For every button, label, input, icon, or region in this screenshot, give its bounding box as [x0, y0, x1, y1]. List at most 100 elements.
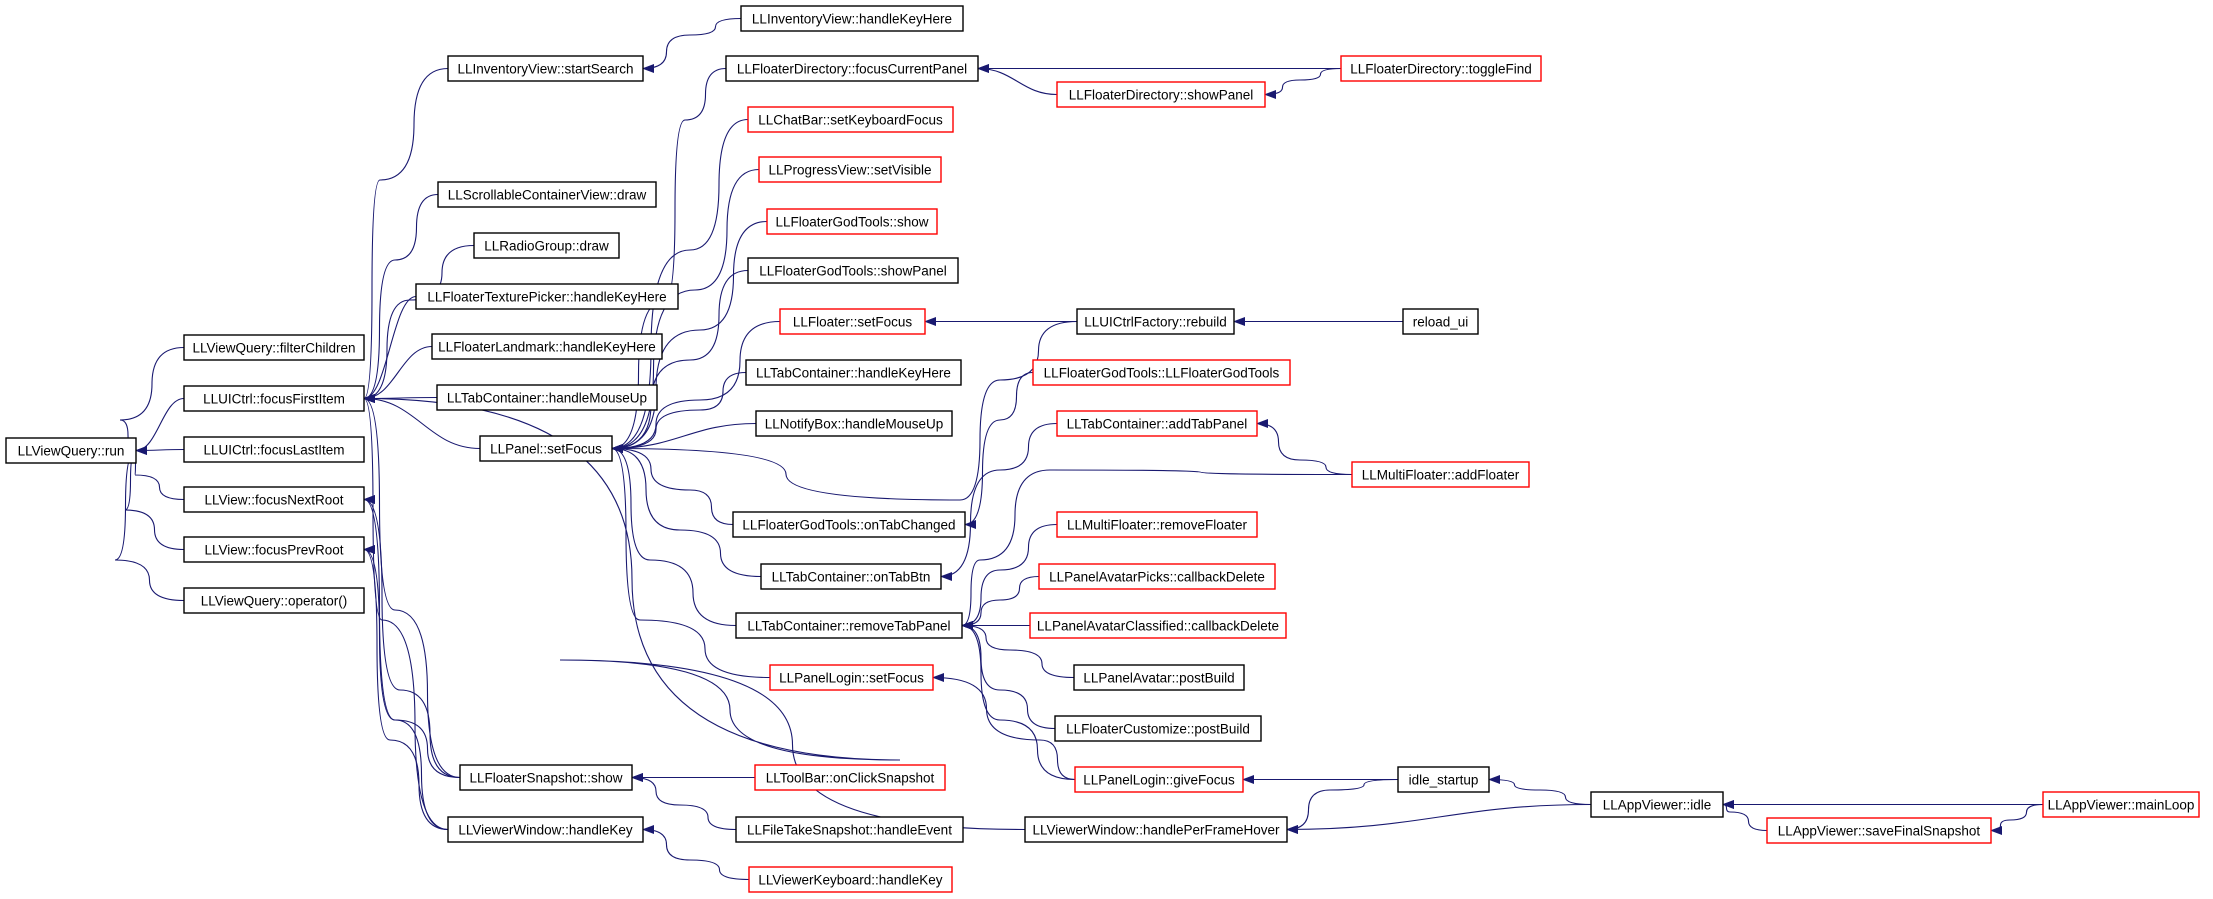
- edge-avatarPostBuild-to-removeTab: [961, 621, 1075, 679]
- node-label: LLAppViewer::saveFinalSnapshot: [1778, 824, 1981, 839]
- node-label: LLViewQuery::filterChildren: [192, 341, 355, 356]
- node-vwHandleKey[interactable]: LLViewerWindow::handleKey: [447, 816, 644, 843]
- node-box: [437, 181, 657, 208]
- node-tabKeyHere[interactable]: LLTabContainer::handleKeyHere: [745, 359, 962, 386]
- node-mainLoop[interactable]: LLAppViewer::mainLoop: [2042, 791, 2200, 818]
- node-label: LLPanelAvatar::postBuild: [1083, 671, 1234, 686]
- node-picksDelete[interactable]: LLPanelAvatarPicks::callbackDelete: [1038, 563, 1276, 590]
- node-fileSnap[interactable]: LLFileTakeSnapshot::handleEvent: [735, 816, 964, 843]
- node-label: LLTabContainer::handleKeyHere: [756, 366, 951, 381]
- node-invHandleKeyHere[interactable]: LLInventoryView::handleKeyHere: [740, 5, 964, 32]
- node-box: [183, 334, 365, 361]
- edge-kbHandleKey-to-vwHandleKey: [642, 825, 750, 881]
- node-label: LLPanelAvatarClassified::callbackDelete: [1037, 619, 1279, 634]
- node-dirToggle[interactable]: LLFloaterDirectory::toggleFind: [1340, 55, 1542, 82]
- node-addTabPanel[interactable]: LLTabContainer::addTabPanel: [1056, 410, 1258, 437]
- node-floaterFocus[interactable]: LLFloater::setFocus: [779, 308, 926, 335]
- node-focusLastItem[interactable]: LLUICtrl::focusLastItem: [183, 436, 365, 463]
- node-box: [1766, 817, 1992, 844]
- node-box: [183, 436, 365, 463]
- node-dirShowPanel[interactable]: LLFloaterDirectory::showPanel: [1056, 81, 1266, 108]
- node-focusPrevRoot[interactable]: LLView::focusPrevRoot: [183, 536, 365, 563]
- node-box: [415, 283, 679, 310]
- node-tabMouseUp[interactable]: LLTabContainer::handleMouseUp: [436, 384, 658, 411]
- node-box: [1340, 55, 1542, 82]
- node-toolbarSnap[interactable]: LLToolBar::onClickSnapshot: [754, 764, 946, 791]
- node-rebuild[interactable]: LLUICtrlFactory::rebuild: [1076, 308, 1235, 335]
- node-box: [436, 384, 658, 411]
- node-customizePostBuild[interactable]: LLFloaterCustomize::postBuild: [1054, 715, 1262, 742]
- node-addFloater[interactable]: LLMultiFloater::addFloater: [1351, 461, 1530, 488]
- edge-focusNextRoot-to-run: [124, 446, 185, 501]
- node-dirFocus[interactable]: LLFloaterDirectory::focusCurrentPanel: [725, 55, 979, 82]
- node-label: reload_ui: [1413, 315, 1469, 330]
- node-label: LLPanelLogin::setFocus: [779, 671, 924, 686]
- node-box: [447, 55, 644, 82]
- node-box: [473, 232, 620, 259]
- node-notifyMouseUp[interactable]: LLNotifyBox::handleMouseUp: [755, 410, 953, 437]
- node-appIdle[interactable]: LLAppViewer::idle: [1590, 791, 1724, 818]
- node-box: [766, 208, 938, 235]
- node-box: [5, 437, 137, 464]
- node-reloadUi[interactable]: reload_ui: [1402, 308, 1479, 335]
- node-loginFocus[interactable]: LLPanelLogin::setFocus: [769, 664, 934, 691]
- node-box: [748, 866, 953, 893]
- edge-removeFloater-to-removeTab: [961, 523, 1058, 630]
- node-saveSnap[interactable]: LLAppViewer::saveFinalSnapshot: [1766, 817, 1992, 844]
- node-chatFocus[interactable]: LLChatBar::setKeyboardFocus: [747, 106, 954, 133]
- edge-vwHover-to-focusFirstItem: [363, 394, 1026, 831]
- edge-radioDraw-to-focusFirstItem: [363, 244, 475, 403]
- node-removeFloater[interactable]: LLMultiFloater::removeFloater: [1056, 511, 1258, 538]
- node-label: LLNotifyBox::handleMouseUp: [765, 417, 944, 432]
- node-label: LLScrollableContainerView::draw: [448, 188, 647, 203]
- node-snapShow[interactable]: LLFloaterSnapshot::show: [459, 764, 633, 791]
- node-filterChildren[interactable]: LLViewQuery::filterChildren: [183, 334, 365, 361]
- node-godCtor[interactable]: LLFloaterGodTools::LLFloaterGodTools: [1032, 359, 1291, 386]
- node-avatarPostBuild[interactable]: LLPanelAvatar::postBuild: [1073, 664, 1245, 691]
- node-focusNextRoot[interactable]: LLView::focusNextRoot: [183, 486, 365, 513]
- node-classifiedDelete[interactable]: LLPanelAvatarClassified::callbackDelete: [1029, 612, 1287, 639]
- node-label: LLUICtrlFactory::rebuild: [1084, 315, 1227, 330]
- node-label: LLFloaterGodTools::onTabChanged: [742, 518, 955, 533]
- node-radioDraw[interactable]: LLRadioGroup::draw: [473, 232, 620, 259]
- node-box: [735, 612, 963, 639]
- node-box: [1397, 766, 1490, 793]
- node-progVisible[interactable]: LLProgressView::setVisible: [758, 156, 942, 183]
- edge-filterChildren-to-run: [119, 346, 185, 455]
- node-label: LLInventoryView::startSearch: [457, 62, 633, 77]
- node-idleStartup[interactable]: idle_startup: [1397, 766, 1490, 793]
- node-label: LLFloaterGodTools::show: [775, 215, 928, 230]
- node-giveFocus[interactable]: LLPanelLogin::giveFocus: [1074, 766, 1244, 793]
- edge-addFloater-to-addTabPanel: [1256, 419, 1353, 476]
- node-focusFirstItem[interactable]: LLUICtrl::focusFirstItem: [183, 385, 365, 412]
- node-removeTab[interactable]: LLTabContainer::removeTabPanel: [735, 612, 963, 639]
- node-startSearch[interactable]: LLInventoryView::startSearch: [447, 55, 644, 82]
- node-label: LLTabContainer::handleMouseUp: [447, 391, 647, 406]
- node-label: LLUICtrl::focusFirstItem: [203, 392, 345, 407]
- node-vwHover[interactable]: LLViewerWindow::handlePerFrameHover: [1024, 816, 1288, 843]
- edge-startSearch-to-focusFirstItem: [363, 67, 449, 403]
- node-scrollDraw[interactable]: LLScrollableContainerView::draw: [437, 181, 657, 208]
- node-box: [745, 359, 962, 386]
- node-operator[interactable]: LLViewQuery::operator(): [183, 587, 365, 614]
- node-label: LLView::focusPrevRoot: [204, 543, 343, 558]
- node-label: LLTabContainer::onTabBtn: [772, 570, 931, 585]
- node-label: LLFloaterDirectory::showPanel: [1069, 88, 1254, 103]
- nodes-layer: LLViewQuery::runLLViewQuery::filterChild…: [5, 5, 2200, 893]
- node-panelSetFocus[interactable]: LLPanel::setFocus: [479, 435, 613, 462]
- node-godTabChanged[interactable]: LLFloaterGodTools::onTabChanged: [732, 511, 966, 538]
- node-landmark[interactable]: LLFloaterLandmark::handleKeyHere: [431, 333, 663, 360]
- node-texPicker[interactable]: LLFloaterTexturePicker::handleKeyHere: [415, 283, 679, 310]
- edge-loginFocus-to-panelSetFocus: [611, 444, 771, 679]
- node-kbHandleKey[interactable]: LLViewerKeyboard::handleKey: [748, 866, 953, 893]
- edge-focusPrevRoot-to-run: [124, 446, 185, 551]
- node-label: LLPanelLogin::giveFocus: [1083, 773, 1235, 788]
- node-label: LLAppViewer::mainLoop: [2048, 798, 2195, 813]
- node-box: [1038, 563, 1276, 590]
- edge-vwHandleKey-to-focusPrevRoot: [363, 545, 449, 831]
- edge-giveFocus-to-loginFocus: [932, 673, 1076, 781]
- node-box: [747, 106, 954, 133]
- node-tabOnBtn[interactable]: LLTabContainer::onTabBtn: [760, 563, 942, 590]
- node-godShowPanel[interactable]: LLFloaterGodTools::showPanel: [747, 257, 959, 284]
- node-godShow[interactable]: LLFloaterGodTools::show: [766, 208, 938, 235]
